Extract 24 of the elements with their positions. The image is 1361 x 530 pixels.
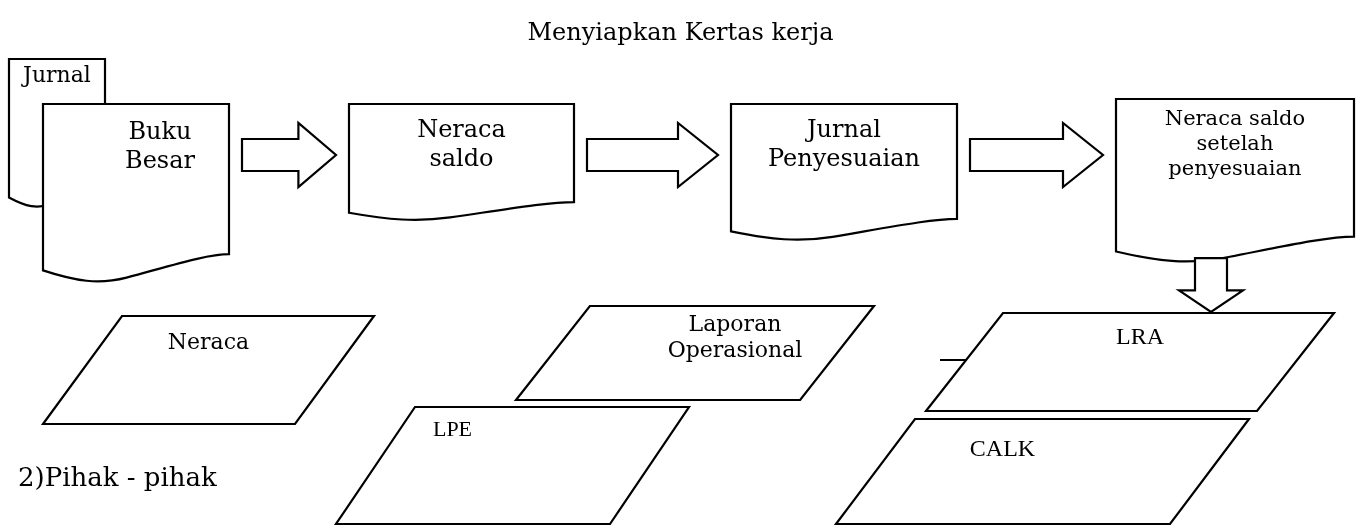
- parallelogram-shape: [515, 305, 875, 401]
- document-shape: [730, 103, 958, 241]
- block-arrow: [585, 120, 720, 190]
- parallelogram-shape: [42, 315, 375, 425]
- parallelogram-shape: [335, 406, 690, 525]
- parallelogram-shape: [835, 418, 1250, 525]
- note-text: 2)Pihak - pihak: [18, 462, 217, 492]
- diagram-title: Menyiapkan Kertas kerja: [527, 18, 834, 46]
- document-shape: [348, 103, 575, 221]
- node-label: Jurnal: [20, 61, 92, 89]
- block-arrow: [240, 120, 338, 190]
- node-label: LRA: [1115, 322, 1165, 351]
- node-label: Neraca: [166, 328, 251, 356]
- node-label: CALK: [968, 434, 1037, 463]
- parallelogram-shape: [925, 312, 1335, 412]
- node-label: Jurnal Penyesuaian: [767, 114, 921, 173]
- node-label: Neraca saldo: [416, 114, 507, 173]
- node-label: Neraca saldo setelah penyesuaian: [1163, 105, 1307, 182]
- node-label: Buku Besar: [124, 116, 196, 175]
- node-label: LPE: [431, 415, 474, 443]
- block-arrow: [968, 120, 1105, 190]
- document-shape: [1115, 98, 1355, 263]
- node-label: Laporan Operasional: [666, 310, 804, 364]
- block-arrow: [1175, 256, 1247, 314]
